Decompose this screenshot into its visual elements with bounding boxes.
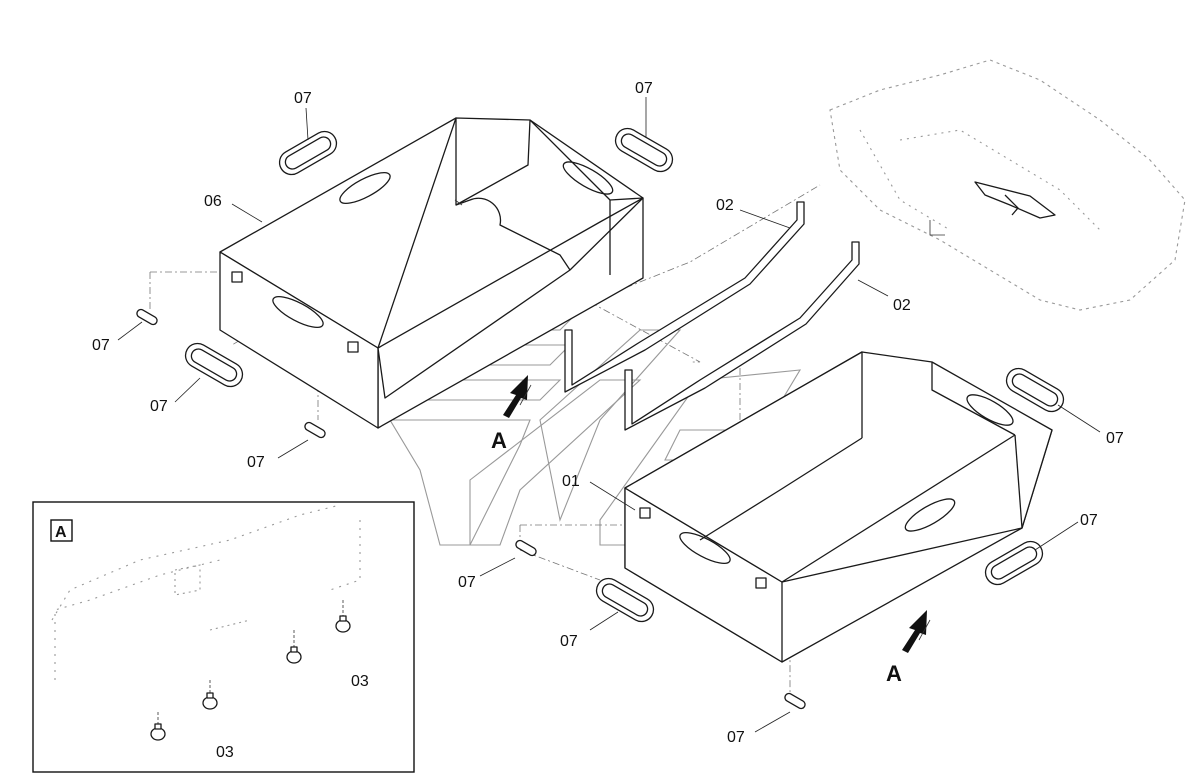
bolt-part-03 xyxy=(150,600,351,741)
bracket-part-02 xyxy=(564,201,860,431)
label-03-lower: 03 xyxy=(216,744,234,761)
part-labels: 07 07 06 02 02 07 07 07 01 07 07 07 07 0… xyxy=(92,80,1124,746)
label-07-right-grommet-upper: 07 xyxy=(1106,430,1124,447)
label-07-top-right: 07 xyxy=(635,80,653,97)
label-07-lower-pin: 07 xyxy=(247,454,265,471)
tray-part-06 xyxy=(219,117,644,429)
inset-tag: A xyxy=(55,524,67,541)
label-02-left: 02 xyxy=(716,197,734,214)
view-arrow-label-left: A xyxy=(491,428,507,453)
label-07-top-left: 07 xyxy=(294,90,312,107)
label-06: 06 xyxy=(204,193,222,210)
view-arrow-right xyxy=(902,610,931,653)
view-arrow-label-right: A xyxy=(886,661,902,686)
tray-part-01 xyxy=(624,351,1053,663)
label-07-center-pin: 07 xyxy=(458,574,476,591)
label-07-left-grommet: 07 xyxy=(150,398,168,415)
label-03-upper: 03 xyxy=(351,673,369,690)
grommets-part-07 xyxy=(136,127,1065,710)
label-02-right: 02 xyxy=(893,297,911,314)
label-07-right-grommet-lower: 07 xyxy=(1080,512,1098,529)
detail-inset-a: A 03 03 xyxy=(32,501,415,773)
view-arrow-left xyxy=(503,375,532,418)
label-07-bottom-pin: 07 xyxy=(727,729,745,746)
vehicle-silhouette xyxy=(829,59,1186,311)
label-01: 01 xyxy=(562,473,580,490)
label-07-left-pin: 07 xyxy=(92,337,110,354)
label-07-center-grommet: 07 xyxy=(560,633,578,650)
